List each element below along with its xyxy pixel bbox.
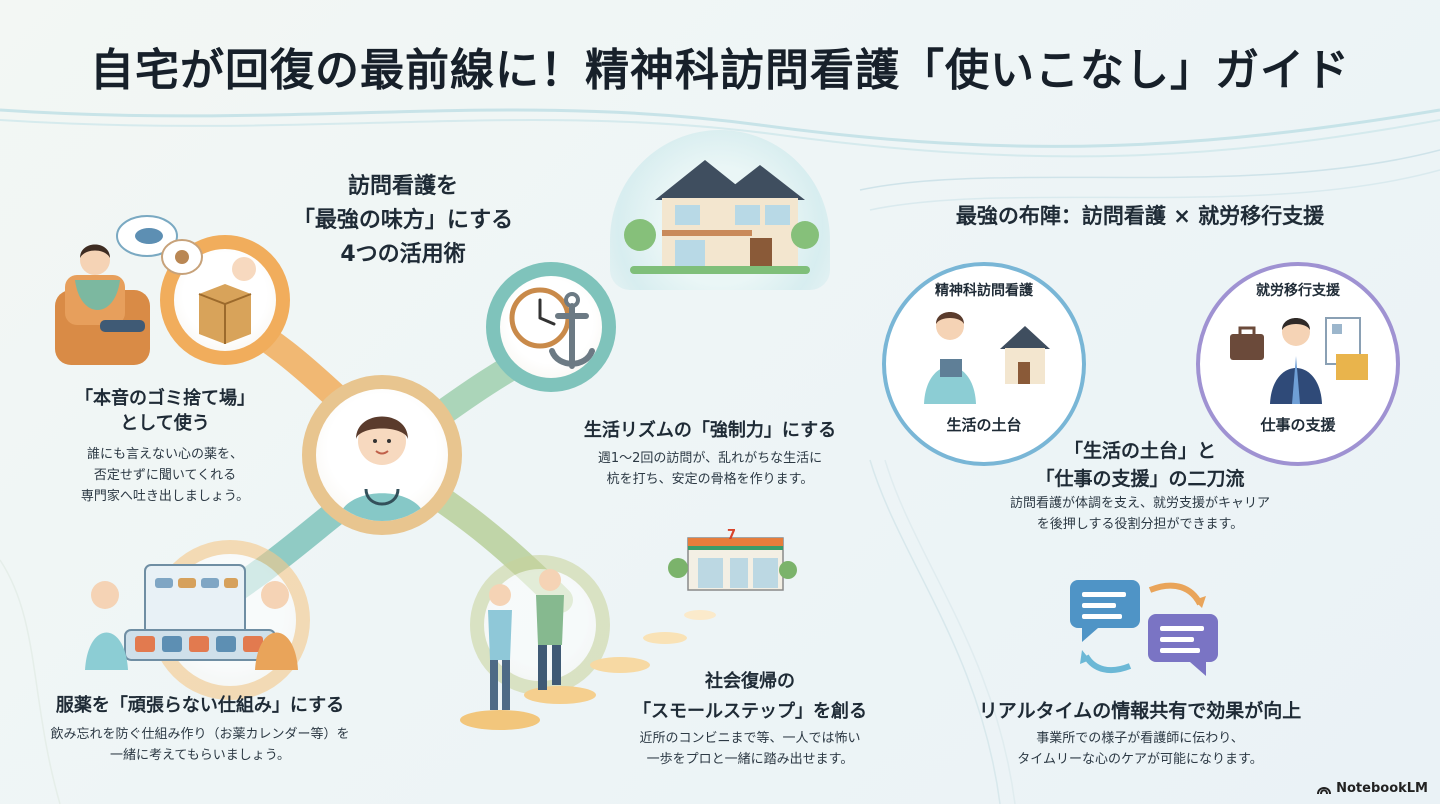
nursing-circle: 精神科訪問看護 生活の土台 (882, 262, 1086, 466)
share-title: リアルタイムの情報共有で効果が向上 (978, 700, 1302, 722)
nurse-illustration (338, 416, 426, 521)
nursing-label: 精神科訪問看護 (935, 283, 1033, 299)
employment-label: 就労移行支援 (1256, 283, 1340, 299)
tip1-body-line1: 誰にも言えない心の薬を、 (86, 447, 243, 462)
dual-body: 訪問看護が体調を支え、就労支援がキャリア を後押しする役割分担ができます。 (960, 493, 1320, 535)
tip2-title: 生活リズムの「強制力」にする (583, 420, 837, 441)
nursing-caption: 生活の土台 (946, 416, 1022, 434)
tip4-title-line2: 「スモールステップ」を創る (633, 701, 867, 722)
tip1-title-line2: として使う (120, 413, 210, 434)
dual-body-line2: を後押しする役割分担ができます。 (1036, 517, 1244, 532)
house-icon (624, 160, 819, 274)
tip3-body: 飲み忘れを防ぐ仕組み作り（お薬カレンダー等）を 一緒に考えてもらいましょう。 (20, 724, 380, 766)
tip4-body-line2: 一歩をプロと一緒に踏み出せます。 (646, 752, 854, 767)
tip4-body: 近所のコンビニまで等、一人では怖い 一歩をプロと一緒に踏み出せます。 (610, 728, 890, 770)
page-title: 自宅が回復の最前線に！精神科訪問看護「使いこなし」ガイド (90, 45, 1350, 96)
tip2-body: 週1～2回の訪問が、乱れがちな生活に 杭を打ち、安定の骨格を作ります。 (560, 448, 860, 490)
small-steps-illustration (460, 569, 716, 730)
businessman-illustration (1230, 317, 1368, 404)
right-heading: 最強の布陣：訪問看護 × 就労移行支援 (955, 204, 1325, 228)
tip2-body-line1: 週1～2回の訪問が、乱れがちな生活に (597, 451, 823, 466)
left-heading-line1: 訪問看護を (347, 174, 458, 199)
employment-circle: 就労移行支援 仕事の支援 (1196, 262, 1400, 466)
convenience-store-illustration (668, 537, 797, 591)
notebooklm-watermark: NotebookLM (1317, 781, 1428, 796)
tip1-title: 「本音のゴミ捨て場」 として使う (40, 386, 290, 436)
tip2-circle (486, 262, 616, 392)
dual-body-line1: 訪問看護が体調を支え、就労支援がキャリア (1009, 496, 1270, 511)
tip3-body-line2: 一緒に考えてもらいましょう。 (110, 748, 290, 763)
nurse-circle (302, 375, 462, 535)
nurse-and-house-illustration (924, 312, 1050, 404)
dual-title: 「生活の土台」と 「仕事の支援」の二刀流 (990, 437, 1290, 493)
share-body: 事業所での様子が看護師に伝わり、 タイムリーな心のケアが可能になります。 (940, 728, 1340, 770)
tip3-title: 服薬を「頑張らない仕組み」にする (55, 695, 345, 716)
left-heading: 訪問看護を 「最強の味方」にする 4つの活用術 (268, 170, 538, 272)
chat-exchange-icon (1070, 580, 1218, 676)
open-box-illustration (198, 257, 256, 344)
dual-title-line2: 「仕事の支援」の二刀流 (1035, 468, 1245, 490)
speech-bubbles-icon (116, 215, 203, 275)
share-body-line1: 事業所での様子が看護師に伝わり、 (1036, 731, 1244, 746)
dual-title-line1: 「生活の土台」と (1063, 440, 1216, 462)
tip4-title: 社会復帰の 「スモールステップ」を創る (610, 667, 890, 727)
tip3-body-line1: 飲み忘れを防ぐ仕組み作り（お薬カレンダー等）を (50, 727, 350, 742)
tip4-body-line1: 近所のコンビニまで等、一人では怖い (639, 731, 861, 746)
couch-patient-illustration (55, 244, 150, 365)
notebooklm-label: NotebookLM (1336, 781, 1428, 796)
tip4-title-line1: 社会復帰の (705, 671, 795, 692)
clock-anchor-icon (509, 287, 595, 369)
tip2-body-line2: 杭を打ち、安定の骨格を作ります。 (606, 472, 814, 487)
share-body-line2: タイムリーな心のケアが可能になります。 (1017, 752, 1263, 767)
pill-calendar-illustration (85, 564, 298, 670)
tip1-body-line3: 専門家へ吐き出しましょう。 (80, 489, 250, 504)
notebooklm-logo-icon (1317, 786, 1332, 794)
left-heading-line3: 4つの活用術 (340, 242, 466, 267)
employment-caption: 仕事の支援 (1260, 416, 1336, 434)
store-sign: 7 (727, 528, 737, 543)
tip1-title-line1: 「本音のゴミ捨て場」 (75, 388, 255, 409)
tip1-body: 誰にも言えない心の薬を、 否定せずに聞いてくれる 専門家へ吐き出しましょう。 (40, 444, 290, 507)
tip1-body-line2: 否定せずに聞いてくれる (93, 468, 237, 483)
left-heading-line2: 「最強の味方」にする (292, 208, 514, 233)
